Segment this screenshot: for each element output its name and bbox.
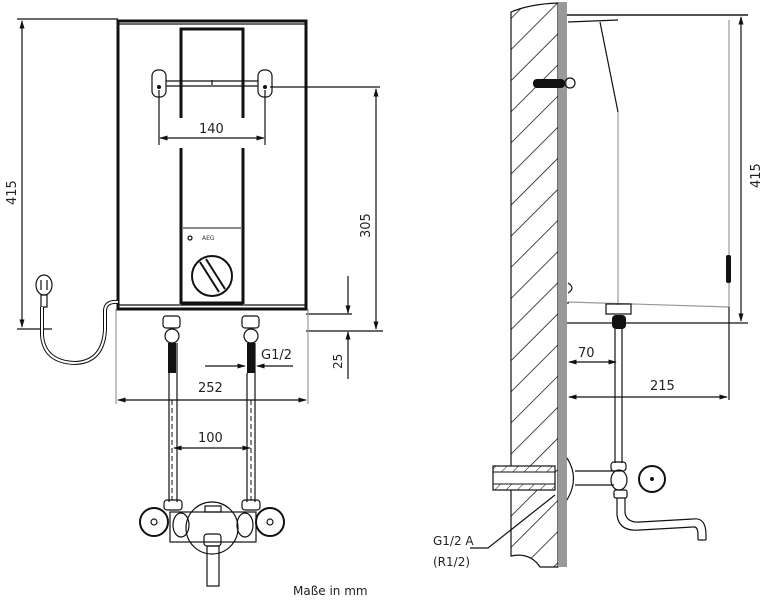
svg-text:70: 70 (578, 346, 595, 361)
wall-thread-callout: G1/2 A (R1/2) (433, 494, 556, 569)
dim-pipe-to-wall-70: 70 (568, 346, 617, 365)
wall-anchor-screw (533, 77, 576, 89)
dim-width-252: 252 (115, 309, 309, 404)
side-tap (610, 461, 707, 541)
power-cable (35, 274, 119, 366)
dim-depth-215: 215 (568, 307, 730, 400)
mixer-tap (139, 499, 285, 587)
wall-inlet-pipe (492, 457, 614, 501)
connection-pipe-side (612, 315, 626, 463)
side-view: 415 70 215 (433, 2, 763, 569)
svg-text:252: 252 (198, 381, 223, 396)
front-view: AEG 415 (5, 18, 383, 587)
heater-body-front: AEG (116, 19, 308, 311)
svg-text:G1/2: G1/2 (261, 348, 292, 363)
dim-depth-25: 25 (306, 276, 352, 379)
dim-height-415: 415 (5, 18, 118, 330)
svg-text:G1/2 A: G1/2 A (433, 534, 474, 548)
wall-bracket (151, 69, 273, 98)
dim-side-height-415: 415 (567, 14, 763, 324)
dim-height-305: 305 (270, 86, 383, 332)
dim-bracket-140: 140 (158, 90, 266, 145)
connection-pipes (162, 315, 260, 502)
svg-text:25: 25 (331, 354, 345, 369)
svg-text:415: 415 (5, 180, 20, 205)
svg-text:AEG: AEG (202, 235, 215, 242)
valve-handle-left-icon (139, 507, 169, 537)
dim-pipe-spacing-100: 100 (173, 431, 251, 451)
svg-text:415: 415 (749, 163, 763, 188)
svg-text:305: 305 (359, 213, 374, 238)
temperature-knob-icon (191, 255, 233, 297)
brand-logo: AEG (187, 235, 215, 242)
wall-section (510, 2, 567, 568)
dim-thread-g12: G1/2 (205, 348, 293, 369)
svg-text:140: 140 (199, 122, 224, 137)
svg-text:215: 215 (650, 379, 675, 394)
units-note: Maße in mm (293, 584, 368, 598)
valve-handle-side-icon (638, 465, 666, 493)
svg-text:(R1/2): (R1/2) (433, 555, 470, 569)
valve-handle-right-icon (255, 507, 285, 537)
heater-body-side (567, 14, 748, 315)
svg-text:100: 100 (198, 431, 223, 446)
